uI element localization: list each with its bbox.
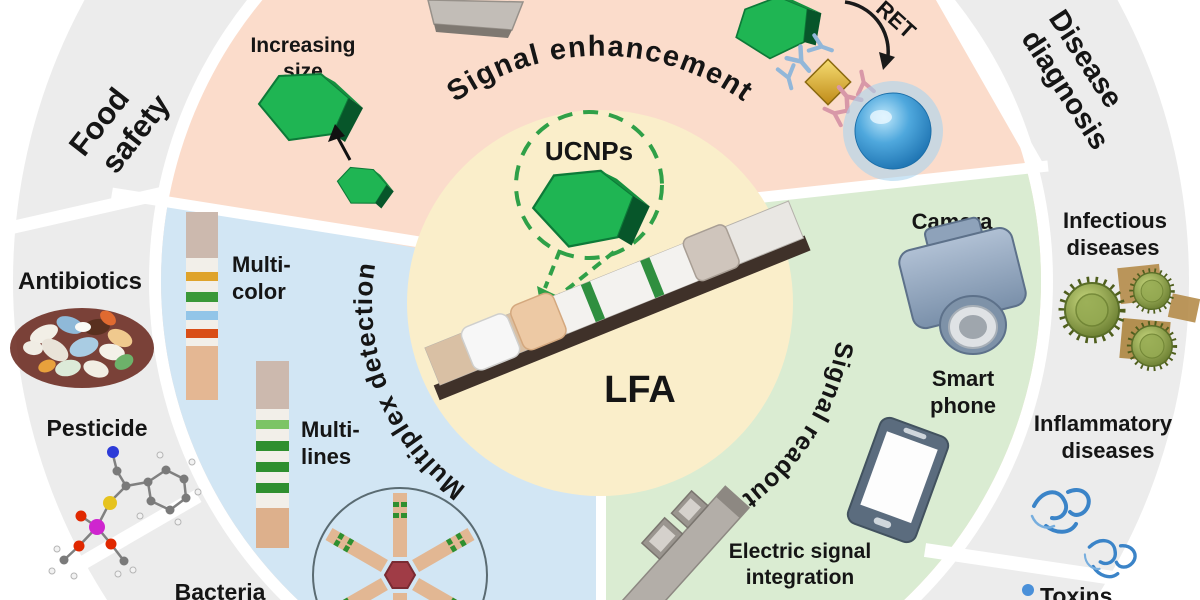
- gold-nanoparticle-icon: [804, 58, 852, 106]
- pesticide-molecule: [48, 446, 202, 580]
- lfa-label: LFA: [604, 369, 676, 411]
- strip-backing: [433, 235, 811, 401]
- ring-gap-left: [0, 185, 170, 237]
- electric-signal-line2: integration: [746, 566, 855, 589]
- divider-pink-green: [754, 160, 1049, 204]
- infectious-line1: Infectious: [1063, 208, 1167, 233]
- electrode-device-icon: [613, 485, 751, 600]
- electric-signal-line1: Electric signal: [729, 540, 871, 563]
- toxin-dot-icon: [1022, 584, 1034, 596]
- divider-pink-blue: [111, 187, 471, 256]
- multi-lines-strip: [256, 361, 289, 548]
- multi-color-strip: [186, 212, 218, 400]
- virus-icons: [1062, 263, 1200, 369]
- ucnp-dashed-circle: [514, 110, 664, 260]
- increasing-size-line1: Increasing: [250, 34, 355, 57]
- bacteria-label: Bacteria: [175, 579, 266, 600]
- strip-stack-object: [427, 0, 525, 38]
- wheel-hub: [383, 561, 417, 589]
- multi-lines-line2: lines: [301, 444, 351, 469]
- control-line: [640, 257, 665, 299]
- smartphone-icon: [846, 416, 950, 544]
- test-line: [580, 281, 606, 323]
- ret-arrow-icon: [844, 0, 895, 70]
- ring-gap-bottom-right: [923, 543, 1200, 598]
- ring-gap-bottom-left: [4, 489, 202, 600]
- multi-color-line1: Multi-: [232, 252, 291, 277]
- membrane: [552, 243, 698, 334]
- absorbent-pad: [682, 224, 740, 282]
- ucnps-label: UCNPs: [545, 136, 633, 166]
- toxins-label: Toxins: [1040, 583, 1112, 600]
- inflammatory-line1: Inflammatory: [1034, 411, 1173, 436]
- inflammatory-line2: diseases: [1062, 438, 1155, 463]
- ring-gap-top-right: [935, 0, 1046, 173]
- white-pad: [460, 313, 521, 371]
- infectious-line2: diseases: [1067, 235, 1160, 260]
- pills-image: [10, 308, 154, 388]
- antibiotics-label: Antibiotics: [18, 268, 142, 295]
- lfa-strip: [424, 200, 811, 401]
- size-arrow-icon: [328, 124, 352, 161]
- multi-lines-line1: Multi-: [301, 417, 360, 442]
- conjugate-pad: [510, 292, 567, 351]
- acceptor-sphere-icon: [843, 81, 943, 181]
- smart-phone-line2: phone: [930, 393, 996, 418]
- multi-color-line2: color: [232, 279, 286, 304]
- smart-phone-line1: Smart: [932, 366, 995, 391]
- multiplex-wheel: [312, 487, 488, 600]
- camera-icon: [898, 216, 1027, 355]
- pesticide-label: Pesticide: [47, 415, 148, 441]
- wheel-spokes: [325, 493, 475, 600]
